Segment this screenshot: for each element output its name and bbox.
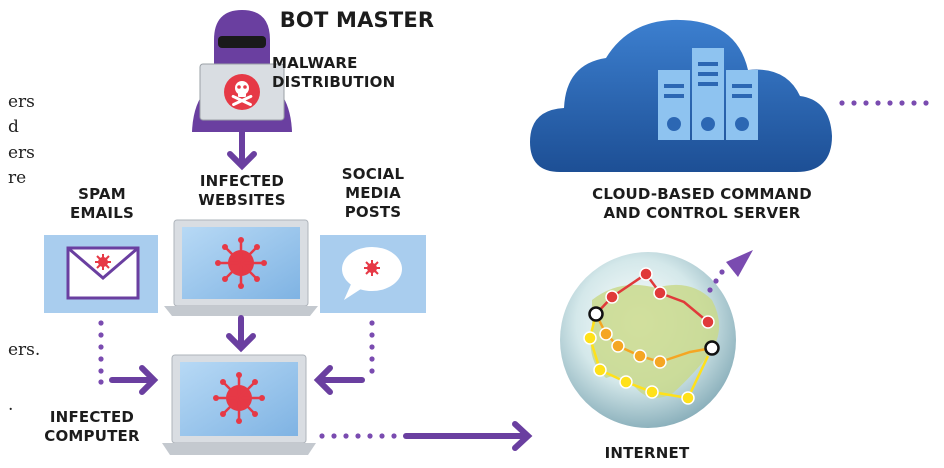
virus-icon-email (95, 254, 111, 270)
infected-websites-label: INFECTED WEBSITES (198, 172, 286, 209)
arrow-down-2 (226, 315, 256, 353)
bot-master-label: BOT MASTER (279, 8, 435, 32)
bot-master-icon (192, 10, 292, 132)
text-fragment: re (8, 168, 27, 188)
arrow-internet-to-cloud (726, 250, 753, 277)
text-fragment: d (8, 117, 19, 137)
text-fragment: ers (8, 92, 35, 112)
route-nodes (583, 267, 715, 405)
route-endpoint-start (588, 306, 604, 322)
dotted-path-social (369, 320, 375, 374)
internet-label: INTERNET (604, 444, 690, 462)
globe-icon (560, 252, 736, 428)
social-media-panel (320, 235, 426, 313)
social-media-posts-label: SOCIAL MEDIA POSTS (341, 165, 405, 221)
arrow-social-to-computer (313, 365, 365, 395)
text-fragment: . (8, 395, 14, 415)
spam-emails-label: SPAM EMAILS (70, 185, 134, 222)
route-endpoint-end (704, 340, 720, 356)
virus-icon-social (364, 260, 380, 276)
virus-icon-computer (213, 372, 265, 424)
dotted-path-computer (319, 433, 397, 439)
dotted-path-email (98, 320, 104, 385)
dotted-path-internet (707, 269, 725, 293)
malware-distribution-label: MALWARE DISTRIBUTION (272, 54, 396, 91)
text-fragment: ers (8, 143, 35, 163)
cloud-server-label: CLOUD-BASED COMMAND AND CONTROL SERVER (592, 185, 812, 222)
arrow-email-to-computer (109, 365, 159, 395)
spam-email-panel (44, 235, 158, 313)
server-icon (658, 48, 758, 140)
dotted-path-cloud (839, 100, 929, 106)
infected-computer-label: INFECTED COMPUTER (44, 408, 140, 445)
text-fragment: ers. (8, 340, 41, 360)
envelope-icon (66, 246, 140, 300)
arrow-computer-to-internet (403, 421, 533, 451)
arrow-down-1 (227, 129, 257, 171)
skull-icon (231, 81, 253, 106)
virus-icon-websites (215, 237, 267, 289)
